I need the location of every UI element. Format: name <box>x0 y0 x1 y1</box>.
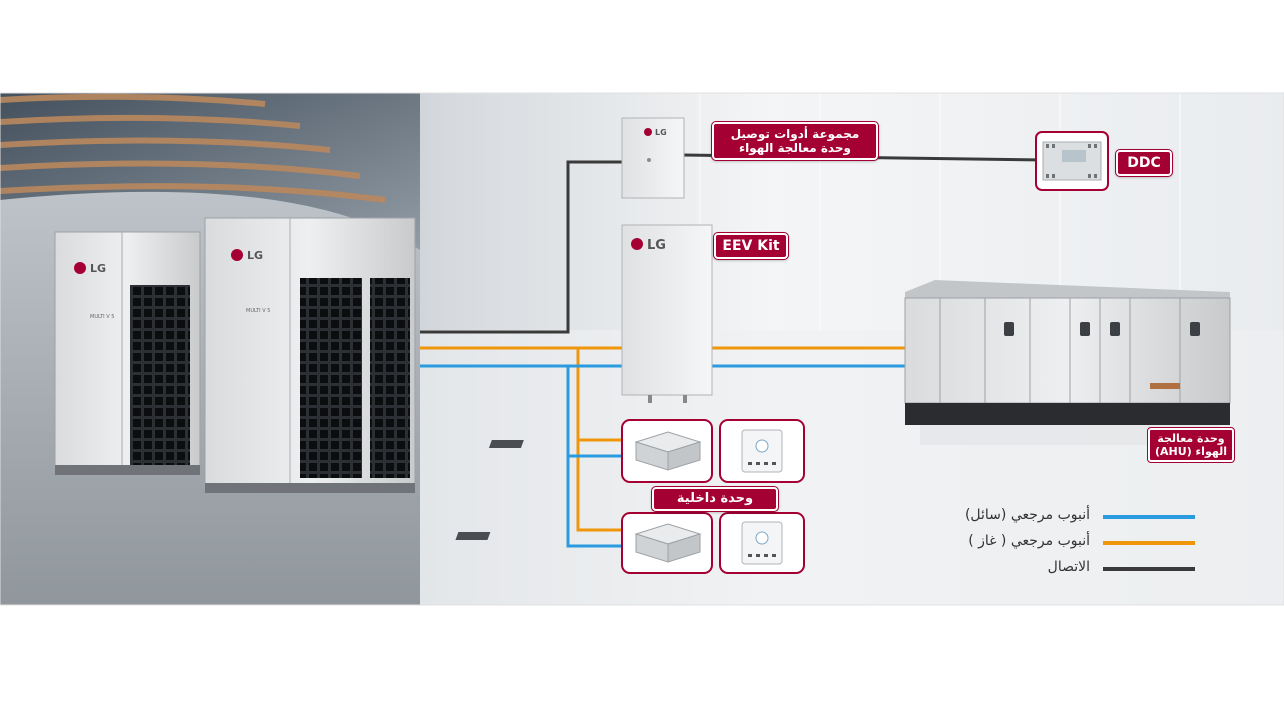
lg-logo-text: LG <box>655 128 667 137</box>
lg-logo-text: LG <box>647 238 666 253</box>
liquid-pipes <box>420 364 905 548</box>
ahu-label-line1: وحدة معالجة <box>1157 432 1225 445</box>
eev-kit-box: LG <box>621 224 713 403</box>
ahu-label: وحدة معالجة الهواء (AHU) <box>1147 427 1235 463</box>
ahu-label-line2: الهواء (AHU) <box>1155 445 1227 458</box>
lg-logo-icon <box>631 238 643 250</box>
lg-logo-text: LG <box>90 262 106 275</box>
legend-label-gas: أنبوب مرجعي ( غاز ) <box>968 533 1090 549</box>
lg-logo-icon <box>74 262 86 274</box>
lg-logo-icon <box>644 128 652 136</box>
ahu-connection-kit: LG <box>621 117 685 199</box>
ahu-kit-label-line1: مجموعة أدوات توصيل <box>730 127 860 141</box>
air-handling-unit <box>904 280 1231 445</box>
model-label: MULTI V 5 <box>90 314 114 320</box>
lg-logo-text: LG <box>247 249 263 262</box>
indoor-unit-group-1 <box>488 419 805 483</box>
lg-logo-icon <box>231 249 243 261</box>
ahu-kit-label: مجموعة أدوات توصيل وحدة معالجة الهواء <box>711 121 879 161</box>
legend-label-liquid: أنبوب مرجعي (سائل) <box>964 507 1090 523</box>
ahu-kit-label-line2: وحدة معالجة الهواء <box>739 141 851 155</box>
outdoor-unit-1: LG MULTI V 5 <box>54 231 201 475</box>
eev-kit-label: EEV Kit <box>713 232 789 260</box>
indoor-unit-group-2 <box>455 512 805 574</box>
ddc-controller <box>1035 131 1109 191</box>
ddc-label: DDC <box>1115 149 1173 177</box>
outdoor-unit-2: LG MULTI V 5 <box>204 217 416 493</box>
indoor-unit-label: وحدة داخلية <box>651 486 779 512</box>
legend-label-communication: الاتصال <box>1047 559 1090 575</box>
model-label: MULTI V 5 <box>246 308 270 314</box>
gas-pipes <box>420 346 905 532</box>
